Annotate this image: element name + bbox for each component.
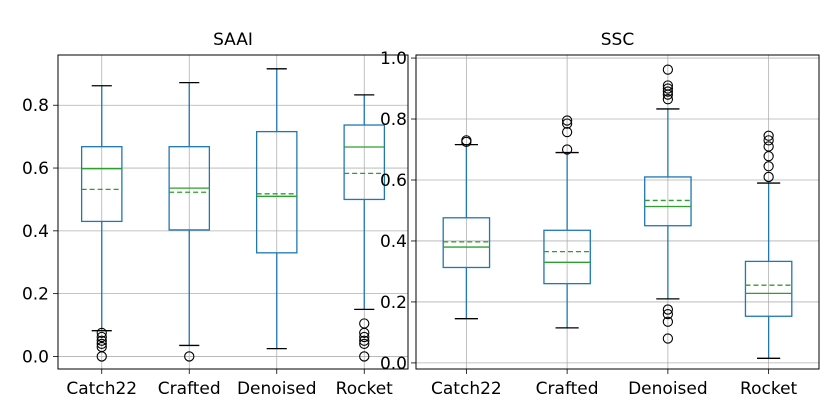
iqr-box <box>255 130 298 254</box>
outlier-point <box>96 327 107 339</box>
x-tick-label-catch22: Catch22 <box>66 379 137 399</box>
x-tick-label-rocket: Rocket <box>740 379 797 399</box>
y-tick-label: 0.4 <box>380 232 407 252</box>
outlier-point <box>96 331 107 343</box>
box-group-rocket <box>343 94 386 362</box>
x-tick-label-rocket: Rocket <box>336 379 393 399</box>
outlier-point <box>662 304 674 315</box>
outlier-point <box>561 118 573 129</box>
y-tick-label: 0.8 <box>380 110 407 130</box>
outlier-point <box>662 333 674 344</box>
box-group-catch22 <box>80 85 123 362</box>
box-group-denoised <box>644 64 692 344</box>
outlier-point <box>763 135 774 146</box>
outlier-point <box>359 331 370 343</box>
iqr-box <box>80 146 123 223</box>
outlier-point <box>96 335 107 346</box>
y-tick-label: 0.2 <box>22 285 49 305</box>
y-tick-label: 1.0 <box>380 49 407 69</box>
box-group-catch22 <box>442 135 491 320</box>
outlier-point <box>662 316 674 327</box>
x-tick-label-denoised: Denoised <box>628 379 708 399</box>
x-tick-label-crafted: Crafted <box>536 379 599 399</box>
y-tick-label: 0.4 <box>22 222 49 242</box>
outlier-point <box>359 335 370 346</box>
outlier-point <box>763 171 774 183</box>
outlier-point <box>662 64 674 75</box>
x-tick-label-catch22: Catch22 <box>431 379 502 399</box>
x-tick-label-denoised: Denoised <box>237 379 317 399</box>
outlier-point <box>561 115 573 126</box>
y-tick-label: 0.0 <box>380 354 407 374</box>
outlier-point <box>763 141 774 152</box>
outlier-point <box>662 94 674 105</box>
outlier-point <box>662 308 674 320</box>
y-tick-label: 0.2 <box>380 293 407 313</box>
outlier-point <box>662 83 674 94</box>
outlier-point <box>461 136 472 148</box>
chart-title: SSC <box>601 30 634 50</box>
iqr-box <box>442 217 491 269</box>
x-tick-label-crafted: Crafted <box>158 379 221 399</box>
y-tick-label: 0.8 <box>22 96 49 116</box>
outlier-point <box>359 351 370 362</box>
axes-frame <box>415 54 820 370</box>
iqr-box <box>744 260 793 317</box>
outlier-point <box>359 327 370 339</box>
box-group-denoised <box>255 68 298 350</box>
outlier-point <box>359 338 370 350</box>
y-tick-label: 0.6 <box>380 171 407 191</box>
outlier-point <box>561 144 573 155</box>
outlier-point <box>763 161 774 172</box>
iqr-box <box>543 229 591 285</box>
outlier-point <box>96 351 107 362</box>
box-group-rocket <box>744 130 793 359</box>
outlier-point <box>561 126 573 138</box>
outlier-point <box>184 351 195 362</box>
box-group-crafted <box>543 115 591 329</box>
chart-title: SAAI <box>213 30 253 50</box>
outlier-point <box>662 80 674 91</box>
y-tick-label: 0.6 <box>22 159 49 179</box>
outlier-point <box>763 151 774 162</box>
box-group-crafted <box>168 81 211 362</box>
outlier-point <box>662 86 674 97</box>
axes-frame <box>57 54 409 370</box>
outlier-point <box>96 338 107 350</box>
outlier-point <box>763 130 774 141</box>
y-tick-label: 0.0 <box>22 347 49 367</box>
iqr-box <box>644 176 692 227</box>
iqr-box <box>343 124 386 201</box>
